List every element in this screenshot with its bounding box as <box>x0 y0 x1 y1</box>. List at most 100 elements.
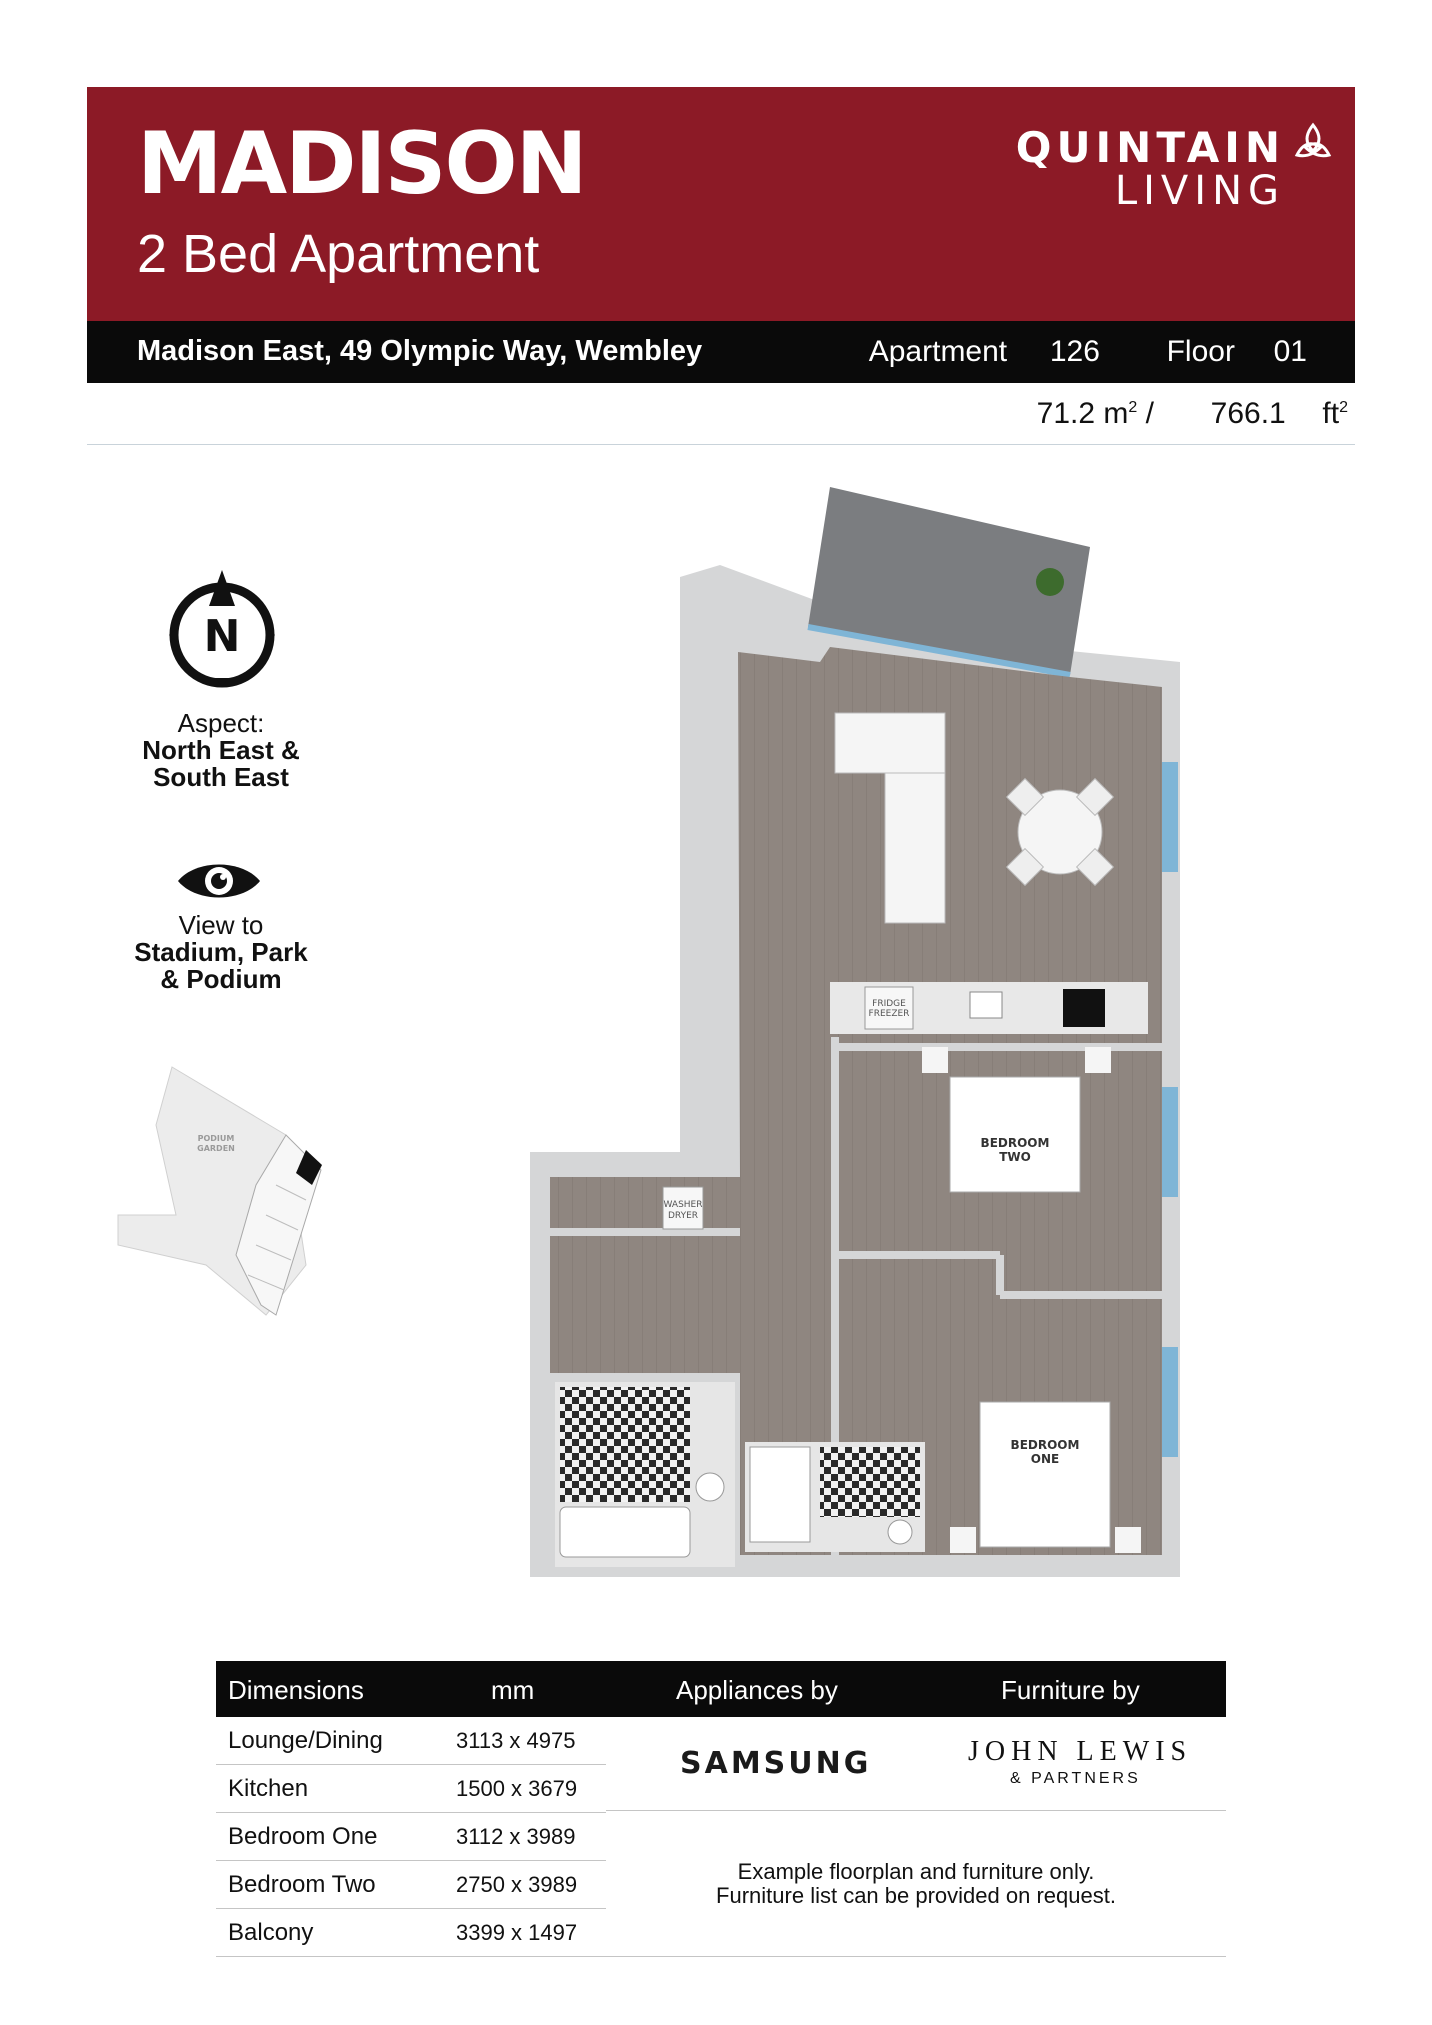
bedside-table <box>1085 1047 1111 1073</box>
balcony-glazing <box>807 624 1071 678</box>
dining-chair <box>1005 777 1045 817</box>
header-dimensions: Dimensions <box>228 1675 364 1705</box>
room-dims: 1500 x 3679 <box>456 1776 578 1801</box>
fridge-label-2: FREEZER <box>869 1009 910 1019</box>
disclaimer-note: Example floorplan and furniture only. Fu… <box>606 1860 1226 1908</box>
area-sqft-unit: ft <box>1322 397 1340 430</box>
furniture-brand: JOHN LEWIS <box>968 1736 1193 1767</box>
table-header: Dimensions mm Appliances by Furniture by <box>216 1661 1226 1717</box>
area-sqm-sup: 2 <box>1128 399 1138 416</box>
table-row: Lounge/Dining 3113 x 4975 <box>216 1717 606 1765</box>
room-name: Balcony <box>228 1919 314 1946</box>
dimensions-table: Dimensions mm Appliances by Furniture by… <box>216 1661 1226 1957</box>
room-name: Bedroom One <box>228 1823 378 1850</box>
table-row: Balcony 3399 x 1497 <box>216 1909 606 1957</box>
aspect-label: Aspect: <box>177 708 265 738</box>
note-line-1: Example floorplan and furniture only. <box>737 1859 1095 1884</box>
header-furniture: Furniture by <box>1001 1675 1140 1705</box>
area-separator: / <box>1145 397 1154 430</box>
room-dims: 3112 x 3989 <box>456 1824 576 1849</box>
bedroom-one-label-1: BEDROOM <box>1011 1438 1080 1452</box>
brand-name: QUINTAIN <box>1015 123 1285 172</box>
window <box>1162 1347 1178 1457</box>
table-row: Bedroom Two 2750 x 3989 <box>216 1861 606 1909</box>
bed-one <box>979 1401 1111 1548</box>
table-row: Kitchen 1500 x 3679 <box>216 1765 606 1813</box>
bedside-table <box>950 1527 976 1553</box>
area-sqft-sup: 2 <box>1339 399 1348 416</box>
floor-plan: FRIDGE FREEZER BEDROOM TWO BEDROOM ONE W… <box>530 487 1180 1577</box>
plant-icon <box>1036 568 1064 596</box>
view-label: View to <box>178 910 264 940</box>
shower <box>749 1446 811 1543</box>
bedroom-one-label-2: ONE <box>1031 1452 1059 1466</box>
compass-letter: N <box>204 611 241 662</box>
floor <box>550 647 1162 1555</box>
dining-chair <box>1075 777 1115 817</box>
basin-icon <box>695 1472 725 1502</box>
page-title: MADISON <box>137 114 588 214</box>
info-bar: Madison East, 49 Olympic Way, Wembley Ap… <box>87 321 1355 383</box>
view-value-2: & Podium <box>160 964 282 994</box>
table-row: Bedroom One 3112 x 3989 <box>216 1813 606 1861</box>
room-dims: 2750 x 3989 <box>456 1872 578 1897</box>
address: Madison East, 49 Olympic Way, Wembley <box>137 335 703 367</box>
dining-chair <box>1005 847 1045 887</box>
fridge-freezer <box>864 986 914 1030</box>
room-dims: 3113 x 4975 <box>456 1728 576 1753</box>
divider <box>606 1956 1226 1957</box>
room-name: Kitchen <box>228 1775 309 1802</box>
bedroom-two-label-1: BEDROOM <box>981 1136 1050 1150</box>
bed-two <box>949 1076 1081 1193</box>
bathtub <box>559 1506 691 1558</box>
aspect-value-2: South East <box>153 762 289 792</box>
header-appliances: Appliances by <box>676 1675 838 1705</box>
floor-number: 01 <box>1273 335 1307 368</box>
washer-label-1: WASHER <box>664 1200 703 1210</box>
brand-sub: LIVING <box>1114 168 1285 214</box>
room-name: Lounge/Dining <box>228 1727 383 1754</box>
hob-icon <box>1063 989 1105 1027</box>
window <box>1162 1087 1178 1197</box>
key-plan: PODIUM GARDEN <box>117 1066 322 1316</box>
basin-icon <box>887 1519 913 1545</box>
bedroom-two-label-2: TWO <box>999 1150 1031 1164</box>
room-dims: 3399 x 1497 <box>456 1920 578 1945</box>
note-line-2: Furniture list can be provided on reques… <box>716 1883 1116 1908</box>
ensuite-tiles <box>820 1447 920 1517</box>
bathroom-tiles <box>560 1387 690 1502</box>
aspect-value-1: North East & <box>142 735 300 765</box>
brand-logo: QUINTAIN LIVING <box>1015 122 1332 214</box>
fridge-label-1: FRIDGE <box>872 999 906 1009</box>
sofa-chaise <box>884 772 946 924</box>
keyplan-label-2: GARDEN <box>197 1144 235 1153</box>
dining-chair <box>1075 847 1115 887</box>
aspect-block: Aspect: North East & South East <box>101 710 341 791</box>
sink-icon <box>969 991 1003 1019</box>
washer-label-2: DRYER <box>668 1211 698 1221</box>
header-mm: mm <box>491 1675 535 1705</box>
bedside-table <box>922 1047 948 1073</box>
area-summary: 71.2 m2 / 766.1 ft2 <box>1037 397 1348 431</box>
floor-label: Floor <box>1166 335 1235 368</box>
divider <box>606 1810 1226 1811</box>
room-name: Bedroom Two <box>228 1871 376 1898</box>
compass-icon: N <box>169 570 275 688</box>
keyplan-label-1: PODIUM <box>198 1134 235 1143</box>
eye-icon <box>178 864 260 898</box>
area-sqft: 766.1 <box>1210 397 1286 430</box>
appliances-brand: SAMSUNG <box>680 1746 872 1781</box>
furniture-brand-sub: & PARTNERS <box>1010 1770 1141 1787</box>
sofa <box>834 712 946 774</box>
divider <box>87 444 1355 445</box>
washer-dryer <box>662 1186 704 1230</box>
apartment-info: Apartment 126 Floor 01 <box>869 335 1307 369</box>
apartment-number: 126 <box>1049 335 1100 368</box>
trefoil-icon <box>1294 122 1332 158</box>
view-value-1: Stadium, Park <box>134 937 308 967</box>
area-sqm: 71.2 m <box>1036 397 1129 430</box>
view-block: View to Stadium, Park & Podium <box>101 912 341 993</box>
page-subtitle: 2 Bed Apartment <box>137 224 540 284</box>
apartment-label: Apartment <box>868 335 1008 368</box>
bedside-table <box>1115 1527 1141 1553</box>
